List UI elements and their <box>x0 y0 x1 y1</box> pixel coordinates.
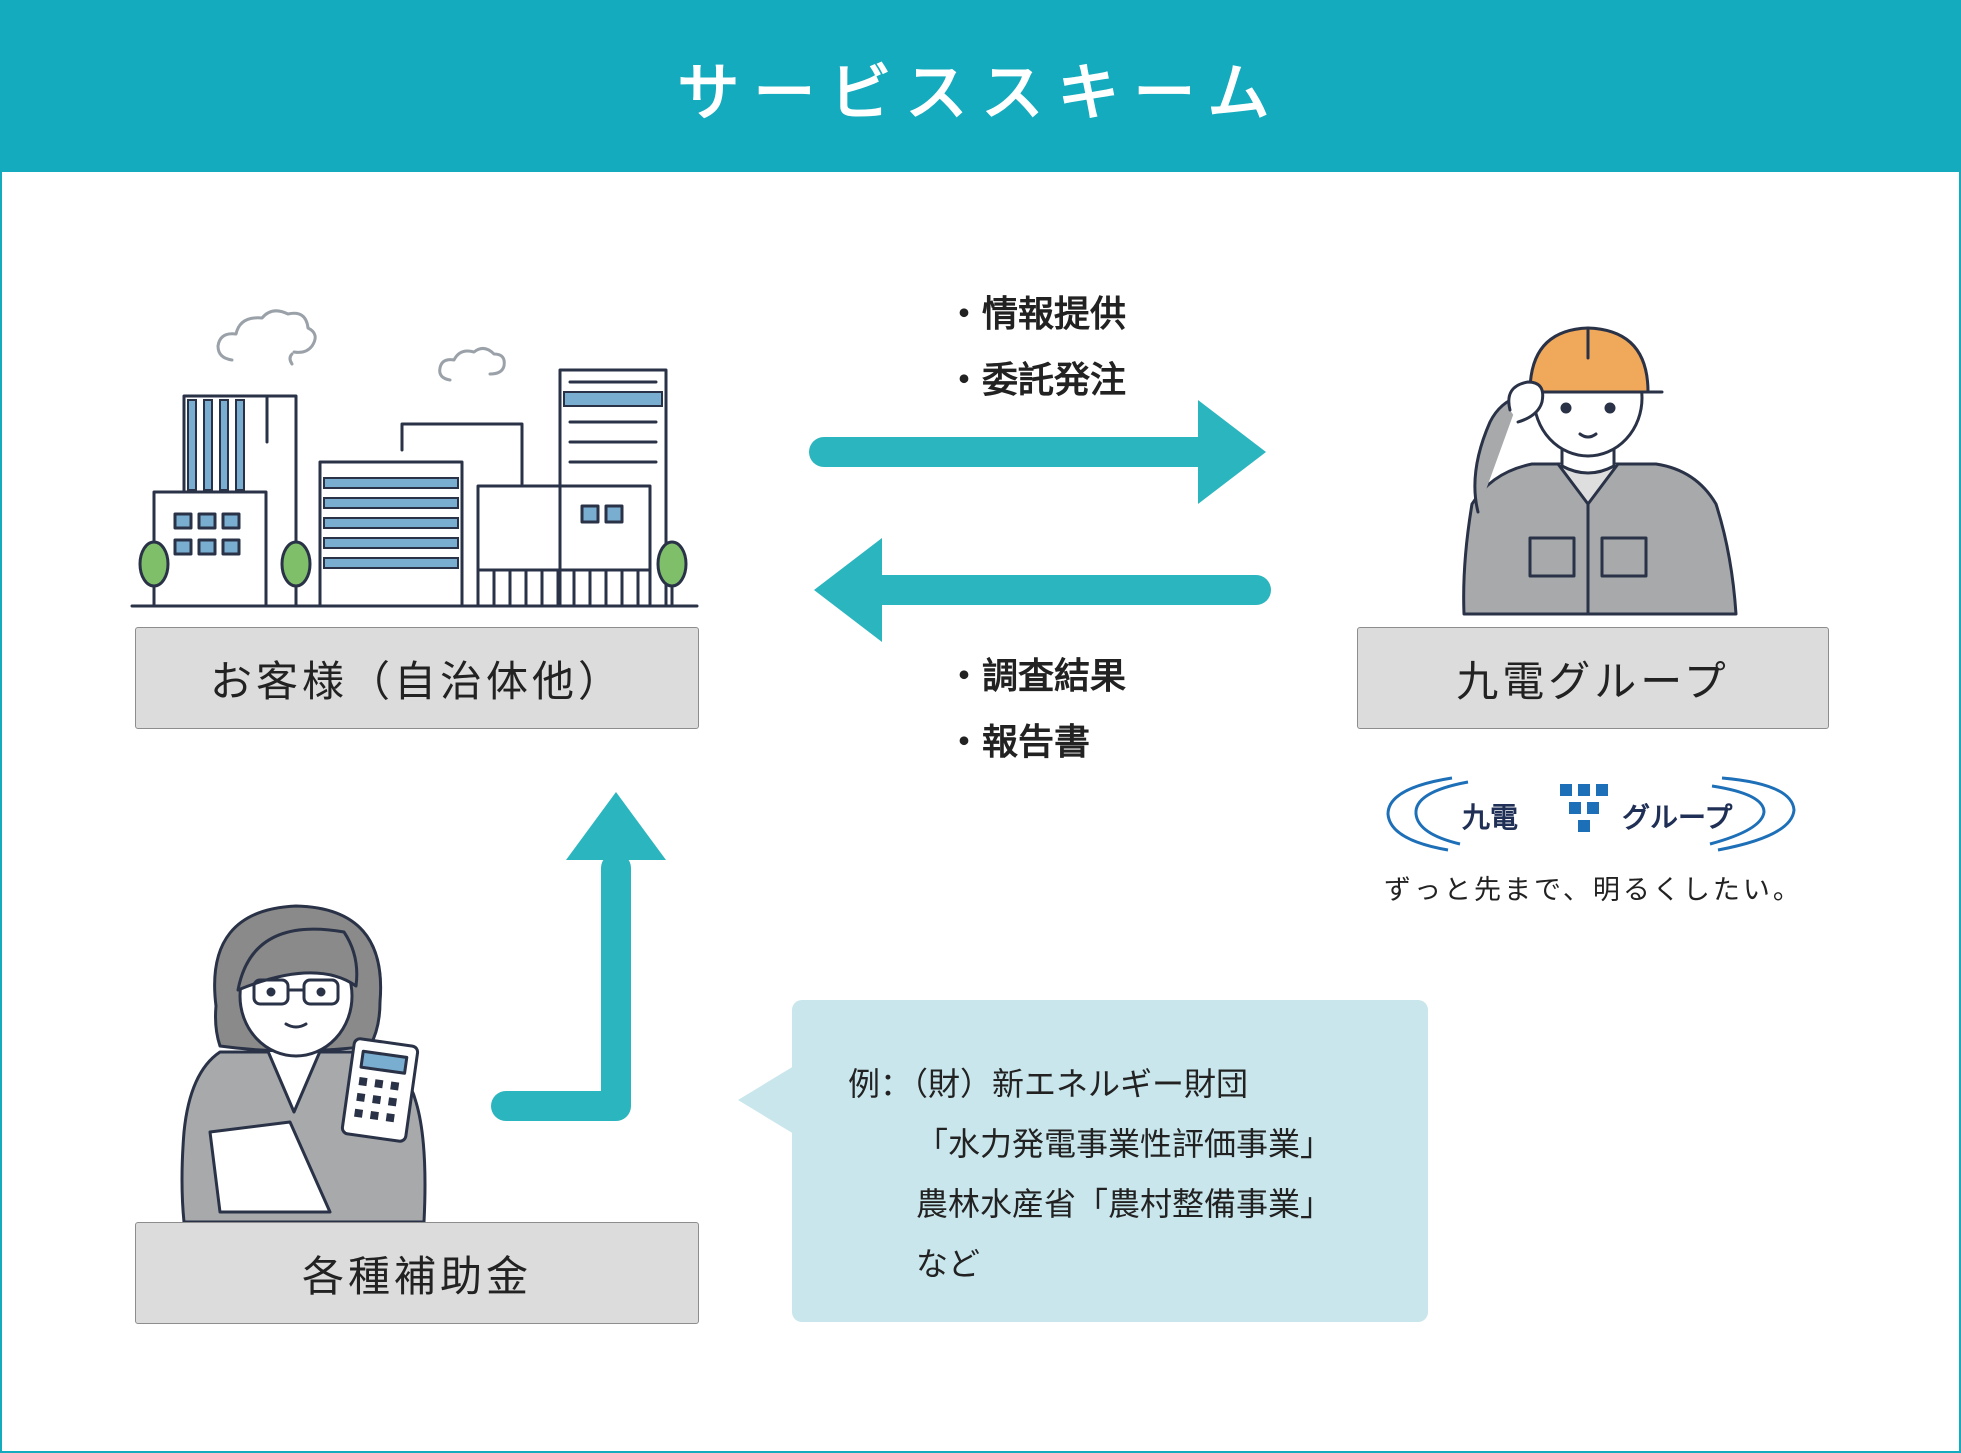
group-label: 九電グループ <box>1456 656 1730 706</box>
page-title: サービススキーム <box>677 56 1284 129</box>
example-text: 例：（財）新エネルギー財団 「水力発電事業性評価事業」 農林水産省「農村整備事業… <box>848 1054 1332 1294</box>
arrow-left <box>814 538 1271 642</box>
request-list: ・情報提供 ・委託発注 <box>946 282 1126 414</box>
officer-illustration <box>180 904 427 1224</box>
customer-box: お客様（自治体他） <box>135 627 699 729</box>
group-box: 九電グループ <box>1357 627 1829 729</box>
result-item: ・報告書 <box>946 722 1091 763</box>
subsidy-box: 各種補助金 <box>135 1222 699 1324</box>
bubble-tail <box>738 1066 794 1134</box>
example-line: 「水力発電事業性評価事業」 <box>916 1125 1333 1163</box>
request-item: ・委託発注 <box>946 360 1127 401</box>
logo-slogan: ずっと先まで、明るくしたい。 <box>1384 875 1803 906</box>
arrow-up <box>491 792 666 1121</box>
example-line: など <box>916 1245 981 1283</box>
subsidy-label: 各種補助金 <box>301 1251 532 1301</box>
example-bubble <box>792 1000 1428 1322</box>
header-bar: サービススキーム <box>2 2 1959 172</box>
logo-text-left: 九電 <box>1462 801 1518 834</box>
worker-illustration <box>1462 326 1738 616</box>
customer-label: お客様（自治体他） <box>209 656 624 706</box>
example-line: 例：（財）新エネルギー財団 <box>848 1065 1249 1103</box>
result-list: ・調査結果 ・報告書 <box>946 644 1126 776</box>
example-line: 農林水産省「農村整備事業」 <box>916 1185 1333 1223</box>
arrow-right <box>809 400 1266 504</box>
kyuden-logo: 九電 グループ <box>1386 776 1796 852</box>
buildings-illustration <box>130 309 699 608</box>
logo-text-right: グループ <box>1622 801 1733 834</box>
request-item: ・情報提供 <box>946 294 1127 335</box>
result-item: ・調査結果 <box>946 656 1127 697</box>
